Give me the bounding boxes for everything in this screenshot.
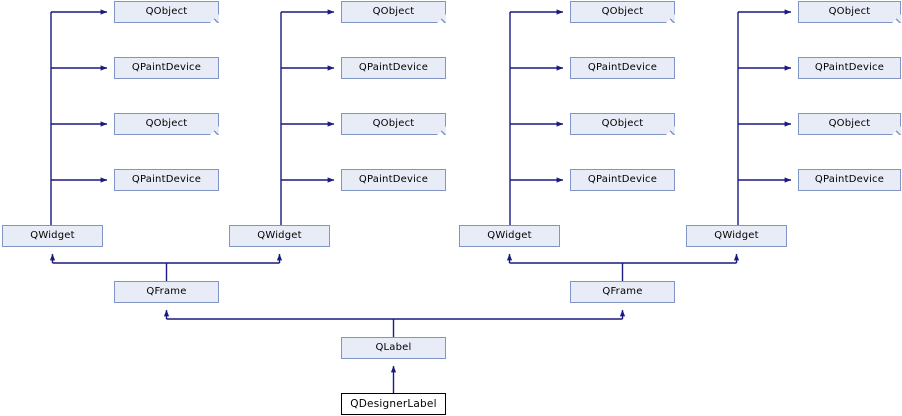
- folded-corner-icon: [666, 126, 675, 135]
- class-node-label: QObject: [601, 118, 644, 129]
- class-node-qwidget[interactable]: QWidget: [686, 225, 787, 247]
- class-node-label: QLabel: [375, 342, 412, 353]
- folded-corner-icon: [437, 14, 446, 23]
- class-node-label: QObject: [372, 118, 415, 129]
- class-node-label: QWidget: [30, 230, 75, 241]
- class-node-qwidget[interactable]: QWidget: [229, 225, 330, 247]
- class-node-label: QPaintDevice: [131, 174, 202, 185]
- class-node-qpaintdevice[interactable]: QPaintDevice: [798, 57, 901, 79]
- class-node-label: QPaintDevice: [814, 174, 885, 185]
- class-node-qobject[interactable]: QObject: [114, 1, 219, 23]
- class-node-qlabel[interactable]: QLabel: [341, 337, 446, 359]
- class-node-label: QObject: [145, 6, 188, 17]
- class-node-label: QObject: [372, 6, 415, 17]
- class-node-label: QWidget: [487, 230, 532, 241]
- class-node-qpaintdevice[interactable]: QPaintDevice: [570, 57, 675, 79]
- class-node-label: QFrame: [146, 286, 187, 297]
- class-node-label: QWidget: [257, 230, 302, 241]
- class-node-qpaintdevice[interactable]: QPaintDevice: [114, 57, 219, 79]
- class-node-label: QFrame: [602, 286, 643, 297]
- class-node-qobject[interactable]: QObject: [341, 113, 446, 135]
- class-node-label: QWidget: [714, 230, 759, 241]
- class-node-label: QObject: [601, 6, 644, 17]
- class-node-qframe[interactable]: QFrame: [570, 281, 675, 303]
- class-node-qobject[interactable]: QObject: [798, 1, 901, 23]
- class-node-label: QObject: [828, 118, 871, 129]
- class-node-label: QObject: [145, 118, 188, 129]
- class-node-qdesignerlabel[interactable]: QDesignerLabel: [341, 393, 446, 415]
- class-node-label: QPaintDevice: [587, 174, 658, 185]
- folded-corner-icon: [437, 126, 446, 135]
- class-node-qpaintdevice[interactable]: QPaintDevice: [341, 57, 446, 79]
- class-node-qobject[interactable]: QObject: [114, 113, 219, 135]
- class-node-qobject[interactable]: QObject: [570, 113, 675, 135]
- folded-corner-icon: [666, 14, 675, 23]
- class-node-qpaintdevice[interactable]: QPaintDevice: [570, 169, 675, 191]
- class-node-qpaintdevice[interactable]: QPaintDevice: [798, 169, 901, 191]
- class-node-label: QPaintDevice: [587, 62, 658, 73]
- class-node-qobject[interactable]: QObject: [341, 1, 446, 23]
- class-node-label: QPaintDevice: [358, 174, 429, 185]
- class-node-label: QPaintDevice: [358, 62, 429, 73]
- class-node-label: QObject: [828, 6, 871, 17]
- class-node-qobject[interactable]: QObject: [570, 1, 675, 23]
- folded-corner-icon: [210, 126, 219, 135]
- class-node-qpaintdevice[interactable]: QPaintDevice: [114, 169, 219, 191]
- class-node-label: QPaintDevice: [814, 62, 885, 73]
- folded-corner-icon: [892, 126, 901, 135]
- folded-corner-icon: [210, 14, 219, 23]
- class-node-qpaintdevice[interactable]: QPaintDevice: [341, 169, 446, 191]
- class-node-qwidget[interactable]: QWidget: [2, 225, 103, 247]
- class-node-qobject[interactable]: QObject: [798, 113, 901, 135]
- class-node-qframe[interactable]: QFrame: [114, 281, 219, 303]
- class-node-label: QDesignerLabel: [350, 397, 437, 410]
- folded-corner-icon: [892, 14, 901, 23]
- class-node-label: QPaintDevice: [131, 62, 202, 73]
- edge-paths: [49, 9, 792, 393]
- class-node-qwidget[interactable]: QWidget: [459, 225, 560, 247]
